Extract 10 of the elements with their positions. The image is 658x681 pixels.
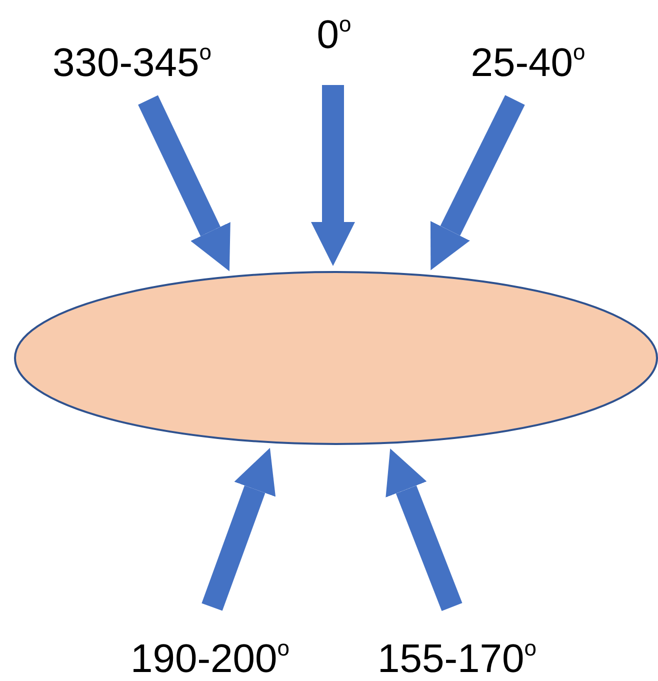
angle-label: 190-200$^{o}$ bbox=[130, 634, 290, 681]
angle-label: 0$^{o}$ bbox=[316, 10, 352, 58]
angle-label: 155-170$^{o}$ bbox=[377, 634, 537, 681]
arrow bbox=[311, 85, 355, 266]
angle-label: 330-345$^{o}$ bbox=[52, 38, 212, 86]
arrow bbox=[386, 448, 462, 611]
arrow bbox=[430, 95, 525, 270]
arrow bbox=[138, 95, 230, 272]
angle-label: 25-40$^{o}$ bbox=[470, 38, 586, 86]
arrow bbox=[202, 448, 276, 611]
